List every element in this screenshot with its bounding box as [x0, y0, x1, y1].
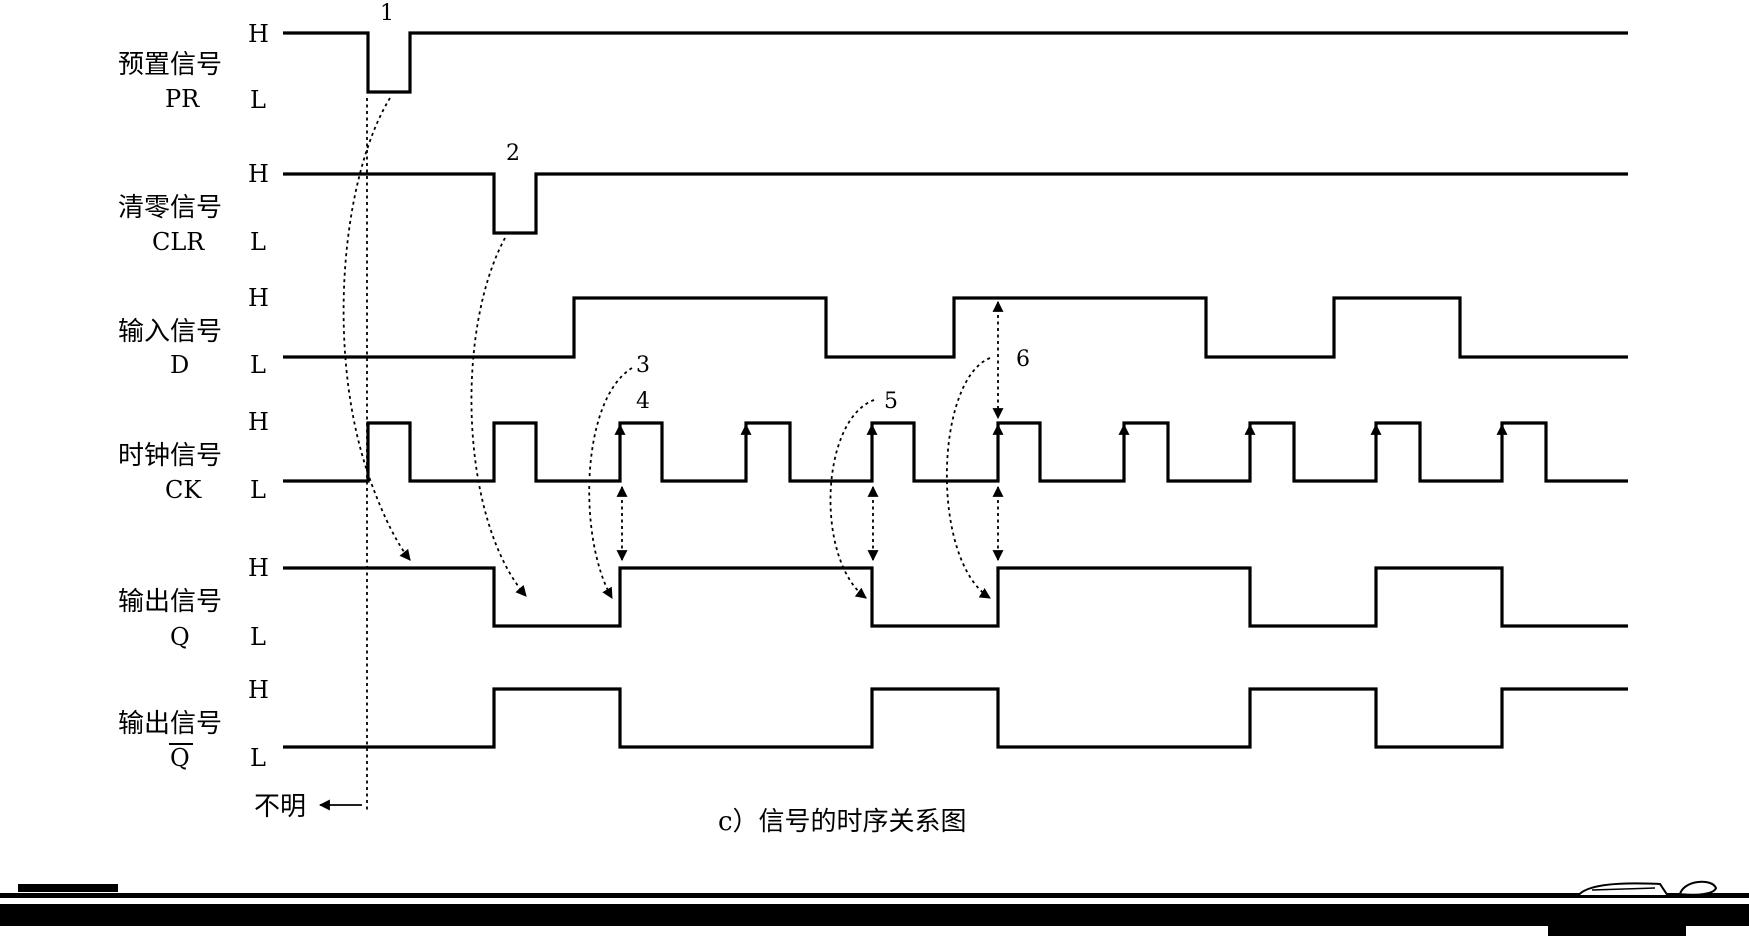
label-clr: 清零信号 CLR H L	[118, 160, 269, 256]
signal-symbol-clr: CLR	[152, 228, 205, 256]
arrow-1	[342, 97, 411, 561]
level-low-q: L	[250, 623, 266, 651]
label-ck: 时钟信号 CK H L	[118, 408, 269, 504]
causality-arrows	[342, 97, 1004, 599]
event-label-6: 6	[1016, 347, 1030, 372]
signal-name-pr: 预置信号	[118, 50, 222, 80]
signal-symbol-q: Q	[170, 623, 190, 651]
label-pr: 预置信号 PR H L	[118, 20, 269, 114]
footer-rule-thick	[0, 904, 1749, 926]
signal-name-clr: 清零信号	[118, 193, 222, 223]
arrow-5	[829, 399, 875, 599]
waveform-clr	[283, 172, 1628, 235]
waveform-d	[283, 296, 1628, 359]
level-high-d: H	[248, 284, 269, 312]
level-high-ck: H	[248, 408, 269, 436]
event-label-2: 2	[506, 141, 520, 166]
signal-name-ck: 时钟信号	[118, 441, 222, 471]
unknown-label: 不明	[254, 792, 306, 822]
signal-name-q: 输出信号	[118, 587, 222, 617]
waveform-pr	[283, 31, 1628, 94]
label-q: 输出信号 Q H L	[118, 554, 269, 651]
level-low-d: L	[250, 351, 266, 379]
level-low-pr: L	[250, 86, 266, 114]
signal-symbol-pr: PR	[165, 85, 200, 113]
waveform-ck	[283, 421, 1628, 483]
level-high-q: H	[248, 554, 269, 582]
footer-short-bar	[18, 884, 118, 892]
signal-symbol-qbar: Q	[170, 744, 190, 772]
label-d: 输入信号 D H L	[118, 284, 269, 379]
level-low-qbar: L	[250, 744, 266, 772]
ck-rising-edge-arrows	[614, 423, 1508, 470]
event-label-1: 1	[380, 1, 394, 26]
signal-name-d: 输入信号	[118, 317, 222, 347]
level-high-pr: H	[248, 20, 269, 48]
signal-name-qbar: 输出信号	[118, 709, 222, 739]
level-high-clr: H	[248, 160, 269, 188]
signal-symbol-ck: CK	[165, 476, 202, 504]
pen-decoration	[1576, 880, 1718, 897]
footer-rule-thin	[0, 893, 1749, 898]
level-high-qbar: H	[248, 676, 269, 704]
waveform-qbar	[283, 687, 1628, 749]
event-label-4: 4	[636, 389, 650, 414]
event-label-5: 5	[884, 389, 898, 414]
label-qbar: 输出信号 Q H L	[118, 676, 269, 772]
footer-corner-block	[1548, 926, 1686, 936]
level-low-clr: L	[250, 228, 266, 256]
level-low-ck: L	[250, 476, 266, 504]
arrow-3	[588, 367, 633, 599]
figure-caption: c）信号的时序关系图	[718, 807, 967, 837]
arrow-2	[470, 237, 527, 597]
arrow-6	[945, 357, 991, 599]
event-label-3: 3	[636, 353, 650, 378]
signal-symbol-d: D	[170, 351, 189, 379]
waveform-q	[283, 566, 1628, 628]
